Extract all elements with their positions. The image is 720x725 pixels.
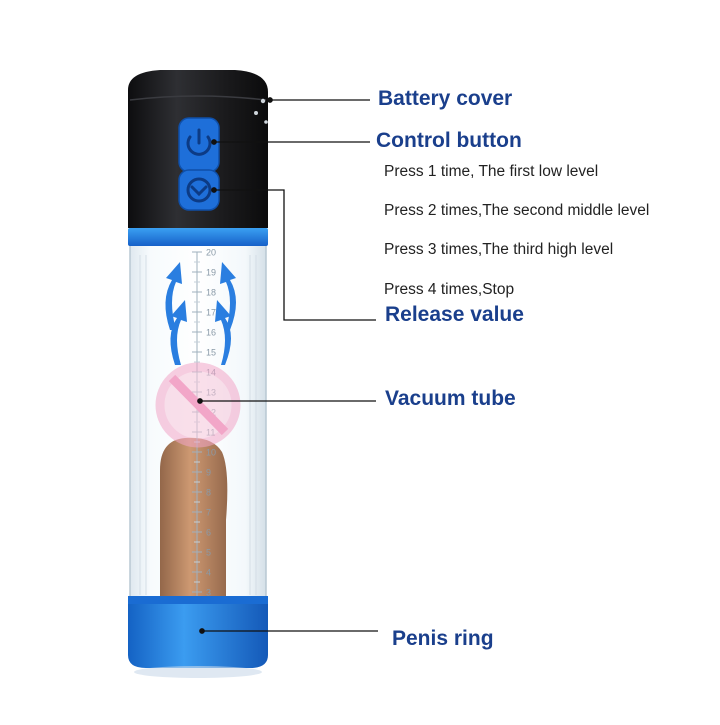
scale-tick-label: 3 bbox=[206, 588, 211, 598]
control-button-label: Control button bbox=[376, 129, 522, 152]
scale-tick-label: 7 bbox=[206, 508, 211, 518]
scale-tick-label: 18 bbox=[206, 288, 216, 298]
tube-insert bbox=[160, 437, 228, 600]
scale-tick-label: 9 bbox=[206, 468, 211, 478]
press-instruction-2: Press 2 times,The second middle level bbox=[384, 202, 650, 219]
penis-ring-label: Penis ring bbox=[392, 627, 494, 650]
tube-top-band bbox=[128, 228, 268, 246]
press-instruction-3: Press 3 times,The third high level bbox=[384, 241, 614, 258]
prohibition-icon bbox=[155, 362, 241, 448]
scale-tick-label: 15 bbox=[206, 348, 216, 358]
power-icon bbox=[186, 128, 212, 156]
callout-lines bbox=[197, 97, 378, 634]
penis-ring bbox=[128, 600, 268, 668]
scale-tick-label: 5 bbox=[206, 548, 211, 558]
release-button[interactable] bbox=[178, 169, 220, 211]
scale-tick-label: 6 bbox=[206, 528, 211, 538]
battery-cover-label: Battery cover bbox=[378, 87, 513, 110]
scale-tick-label: 8 bbox=[206, 488, 211, 498]
scale-tick-label: 17 bbox=[206, 308, 216, 318]
up-arrow-icon bbox=[165, 262, 236, 365]
battery-cover-dots bbox=[254, 98, 268, 124]
scale-tick-label: 19 bbox=[206, 268, 216, 278]
press-instruction-1: Press 1 time, The first low level bbox=[384, 163, 599, 180]
chevron-down-icon bbox=[186, 177, 212, 203]
press-instruction-4: Press 4 times,Stop bbox=[384, 281, 515, 298]
power-button[interactable] bbox=[178, 117, 220, 173]
scale-tick-label: 10 bbox=[206, 448, 216, 458]
scale-tick-label: 16 bbox=[206, 328, 216, 338]
release-value-label: Release value bbox=[385, 303, 524, 326]
scale-tick-label: 4 bbox=[206, 568, 211, 578]
scale-tick-label: 20 bbox=[206, 248, 216, 258]
vacuum-tube-label: Vacuum tube bbox=[385, 387, 516, 410]
tube-texture bbox=[139, 255, 257, 595]
